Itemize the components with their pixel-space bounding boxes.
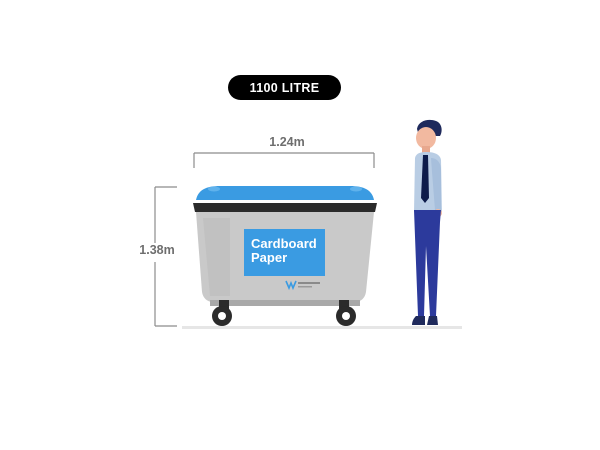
- bin-lid: [196, 186, 374, 200]
- width-dimension-bracket: [193, 152, 375, 168]
- capacity-label: 1100 LITRE: [249, 80, 320, 95]
- bin-wheel-right: [336, 300, 356, 326]
- height-label: 1.38m: [139, 243, 175, 257]
- bin-wheel-left: [212, 300, 232, 326]
- capacity-badge: 1100 LITRE: [228, 75, 341, 100]
- bin-label-line-2: Paper: [251, 250, 288, 265]
- lid-handle: [208, 186, 220, 192]
- ground-line: [182, 326, 462, 329]
- person-trousers: [414, 210, 441, 316]
- person-figure: [412, 119, 442, 325]
- bin-label-line-1: Cardboard: [251, 236, 317, 251]
- bin-rim: [193, 203, 377, 212]
- person-head: [416, 127, 436, 149]
- person-neck: [422, 146, 430, 154]
- bin-body-shade: [203, 218, 230, 296]
- person-shoe: [427, 316, 438, 325]
- bin-base: [210, 300, 360, 306]
- person-arm: [431, 158, 441, 213]
- brand-logo: [285, 280, 320, 291]
- bin-waste-type-label: Cardboard Paper: [244, 229, 325, 276]
- person-tie: [421, 155, 429, 203]
- lid-handle: [350, 186, 362, 192]
- person-shoe: [412, 316, 425, 325]
- width-label: 1.24m: [269, 135, 305, 149]
- height-dimension-bracket: [154, 186, 177, 327]
